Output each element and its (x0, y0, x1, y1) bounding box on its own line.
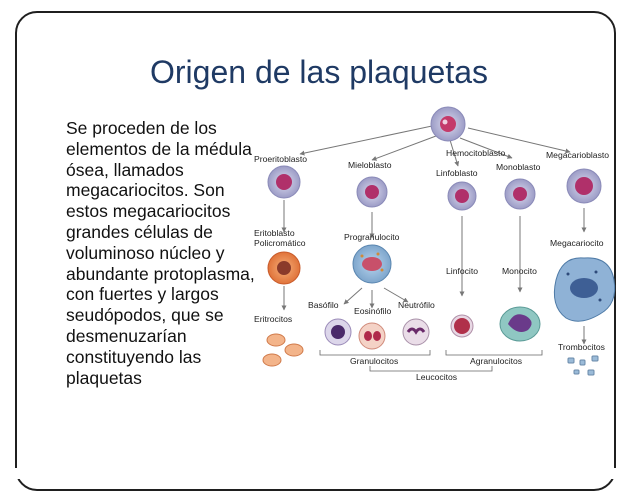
label-agranulocitos: Agranulocitos (470, 356, 522, 366)
progranulocito-cell (352, 244, 392, 284)
proeritoblasto-cell (267, 165, 301, 199)
linfocito-cell (450, 314, 474, 338)
label-eritrocitos: Eritrocitos (254, 314, 292, 324)
label-trombocitos: Trombocitos (558, 342, 605, 352)
arrow-to-basofilo (343, 287, 363, 305)
label-eosinofilo: Eosinófilo (354, 306, 391, 316)
eosinofilo-cell (358, 322, 386, 350)
label-linfocito: Linfocito (446, 266, 478, 276)
group-brackets (319, 350, 543, 372)
label-eritoblasto: Eritoblasto (254, 228, 295, 238)
neutrofilo-cell (402, 318, 430, 346)
arrow-to-mieloblasto (371, 135, 437, 161)
connector-arrows (281, 125, 587, 345)
arrow-to-linfoblasto (449, 139, 460, 167)
label-basofilo: Basófilo (308, 300, 339, 310)
megacariocito-cell (553, 257, 616, 322)
megacarioblasto-cell (566, 168, 602, 204)
mieloblasto-cell (356, 176, 388, 208)
slide-body-text: Se proceden de los elementos de la médul… (66, 118, 255, 388)
monocito-cell (499, 306, 541, 342)
arrow-to-neutrofilo (383, 287, 409, 303)
agranulocitos-bracket (445, 350, 543, 356)
label-leucocitos: Leucocitos (416, 372, 457, 382)
label-progranulocito: Progranulocito (344, 232, 400, 242)
monoblasto-cell (504, 178, 536, 210)
linfoblasto-cell (447, 181, 477, 211)
label-policromatico: Policromático (254, 238, 306, 248)
eritoblasto-cell (267, 251, 301, 285)
arrow-to-monoblasto (459, 137, 513, 159)
arrow-to-megacarioblasto (467, 127, 571, 154)
label-megacariocito: Megacariocito (550, 238, 604, 248)
hemocitoblasto-cell (430, 106, 466, 142)
label-megacarioblasto: Megacarioblasto (546, 150, 609, 160)
eritrocitos-cells (262, 333, 304, 367)
label-hemocitoblasto: Hemocitoblasto (446, 148, 505, 158)
label-mieloblasto: Mieloblasto (348, 160, 392, 170)
label-proeritoblasto: Proeritoblasto (254, 154, 307, 164)
label-granulocitos: Granulocitos (350, 356, 398, 366)
arrow-to-proeritoblasto (299, 125, 433, 156)
slide-title: Origen de las plaquetas (150, 54, 488, 90)
leucocitos-bracket (369, 366, 493, 372)
label-monocito: Monocito (502, 266, 537, 276)
label-linfoblasto: Linfoblasto (436, 168, 478, 178)
granulocitos-bracket (319, 350, 431, 356)
trombocitos-cells (567, 355, 599, 376)
label-monoblasto: Monoblasto (496, 162, 541, 172)
basofilo-cell (324, 318, 352, 346)
bottom-cover (0, 468, 638, 479)
label-neutrofilo: Neutrófilo (398, 300, 435, 310)
slide-frame (15, 11, 616, 491)
hematopoiesis-diagram: Hemocitoblasto Proeritoblasto Mieloblast… (254, 106, 616, 382)
